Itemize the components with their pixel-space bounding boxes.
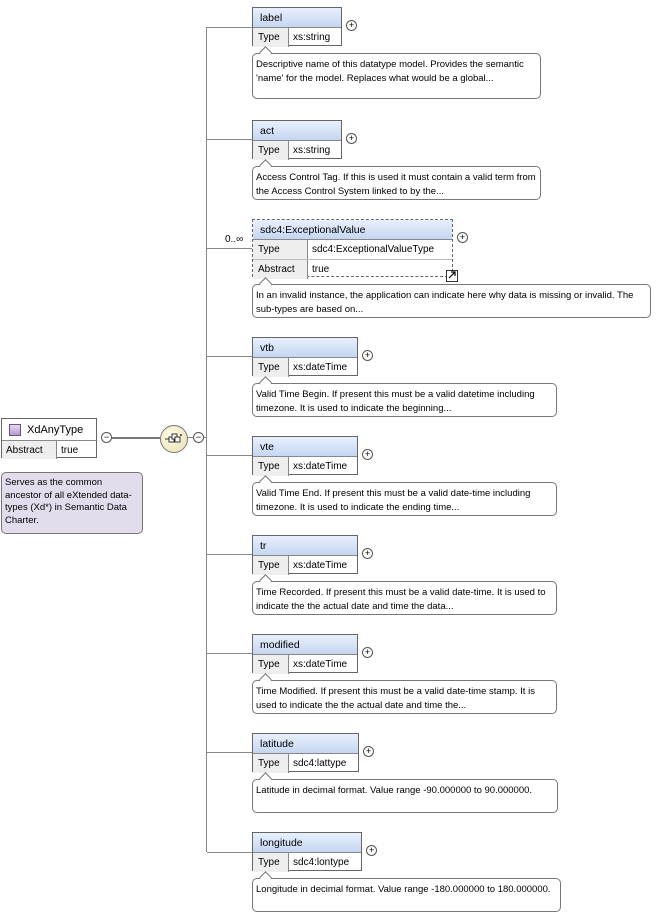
expand-icon[interactable]: + bbox=[362, 350, 373, 361]
expand-icon[interactable]: + bbox=[346, 20, 357, 31]
type-label: Type bbox=[253, 655, 289, 674]
abstract-value: true bbox=[312, 264, 330, 275]
expand-icon[interactable]: + bbox=[346, 133, 357, 144]
root-abstract-row: Abstract true bbox=[2, 441, 96, 459]
element-documentation: Access Control Tag. If this is used it m… bbox=[252, 166, 541, 200]
element-name: tr bbox=[253, 536, 357, 556]
complex-type-icon bbox=[9, 423, 21, 436]
element-type-row: Type xs:string bbox=[253, 28, 341, 47]
element-type-row: Type xs:dateTime bbox=[253, 655, 357, 674]
element-connector bbox=[207, 139, 252, 140]
reference-arrow-icon[interactable] bbox=[446, 270, 458, 282]
element-documentation: Valid Time End. If present this must be … bbox=[252, 482, 557, 516]
type-value: xs:dateTime bbox=[293, 560, 348, 571]
element-connector bbox=[207, 455, 252, 456]
element-documentation: Latitude in decimal format. Value range … bbox=[252, 779, 558, 813]
sequence-collapse-icon[interactable]: − bbox=[193, 432, 204, 443]
root-element-box[interactable]: XdAnyType Abstract true bbox=[1, 418, 97, 459]
element-abstract-row: Abstract true bbox=[253, 260, 452, 279]
element-connector bbox=[207, 248, 252, 249]
element-connector bbox=[207, 27, 252, 28]
type-value: xs:dateTime bbox=[293, 461, 348, 472]
type-value: xs:dateTime bbox=[293, 362, 348, 373]
element-documentation: Time Recorded. If present this must be a… bbox=[252, 581, 557, 615]
element-type-row: Type xs:dateTime bbox=[253, 457, 357, 476]
expand-icon[interactable]: + bbox=[362, 647, 373, 658]
type-label: Type bbox=[253, 141, 289, 160]
type-value: xs:string bbox=[293, 32, 331, 43]
expand-icon[interactable]: + bbox=[362, 548, 373, 559]
root-abstract-value: true bbox=[61, 444, 79, 456]
element-documentation: Longitude in decimal format. Value range… bbox=[252, 878, 561, 912]
element-type-row: Type sdc4:ExceptionalValueType bbox=[253, 240, 452, 260]
type-label: Type bbox=[253, 358, 289, 377]
expand-icon[interactable]: + bbox=[457, 232, 468, 243]
type-label: Type bbox=[253, 754, 289, 773]
element-documentation: In an invalid instance, the application … bbox=[252, 284, 651, 318]
sequence-compositor-icon[interactable] bbox=[160, 425, 188, 453]
root-collapse-icon[interactable]: − bbox=[101, 432, 112, 443]
element-name: modified bbox=[253, 635, 357, 655]
type-value: sdc4:ExceptionalValueType bbox=[312, 244, 435, 255]
element-connector bbox=[207, 852, 252, 853]
type-value: sdc4:lontype bbox=[293, 857, 350, 868]
element-type-row: Type xs:dateTime bbox=[253, 358, 357, 377]
element-type-row: Type sdc4:lattype bbox=[253, 754, 358, 773]
type-label: Type bbox=[253, 28, 289, 47]
root-abstract-label: Abstract bbox=[2, 441, 57, 459]
arrow-icon bbox=[448, 271, 456, 279]
element-name: vtb bbox=[253, 338, 357, 358]
type-label: Type bbox=[253, 853, 289, 872]
root-connector bbox=[112, 437, 160, 439]
element-type-row: Type xs:dateTime bbox=[253, 556, 357, 575]
type-label: Type bbox=[253, 240, 308, 259]
element-name: longitude bbox=[253, 833, 361, 853]
element-type-row: Type xs:string bbox=[253, 141, 341, 160]
element-connector bbox=[207, 554, 252, 555]
element-name: label bbox=[253, 8, 341, 28]
element-name: latitude bbox=[253, 734, 358, 754]
expand-icon[interactable]: + bbox=[363, 746, 374, 757]
cardinality-label: 0..∞ bbox=[225, 234, 244, 245]
element-name: act bbox=[253, 121, 341, 141]
element-connector bbox=[207, 752, 252, 753]
sequence-icon bbox=[165, 433, 182, 443]
type-value: sdc4:lattype bbox=[293, 758, 347, 769]
element-documentation: Time Modified. If present this must be a… bbox=[252, 680, 557, 714]
root-element-name: XdAnyType bbox=[27, 423, 84, 436]
type-value: xs:dateTime bbox=[293, 659, 348, 670]
element-documentation: Descriptive name of this datatype model.… bbox=[252, 53, 541, 99]
element-name: vte bbox=[253, 437, 357, 457]
element-type-row: Type sdc4:lontype bbox=[253, 853, 361, 872]
root-documentation: Serves as the common ancestor of all eXt… bbox=[1, 472, 143, 534]
expand-icon[interactable]: + bbox=[362, 449, 373, 460]
sequence-connector-vertical bbox=[206, 27, 207, 852]
root-element-header: XdAnyType bbox=[2, 419, 96, 441]
element-documentation: Valid Time Begin. If present this must b… bbox=[252, 383, 557, 417]
abstract-label: Abstract bbox=[253, 260, 308, 279]
type-value: xs:string bbox=[293, 145, 331, 156]
type-label: Type bbox=[253, 556, 289, 575]
element-name: sdc4:ExceptionalValue bbox=[253, 220, 452, 240]
type-label: Type bbox=[253, 457, 289, 476]
element-connector bbox=[207, 356, 252, 357]
expand-icon[interactable]: + bbox=[366, 845, 377, 856]
element-connector bbox=[207, 653, 252, 654]
